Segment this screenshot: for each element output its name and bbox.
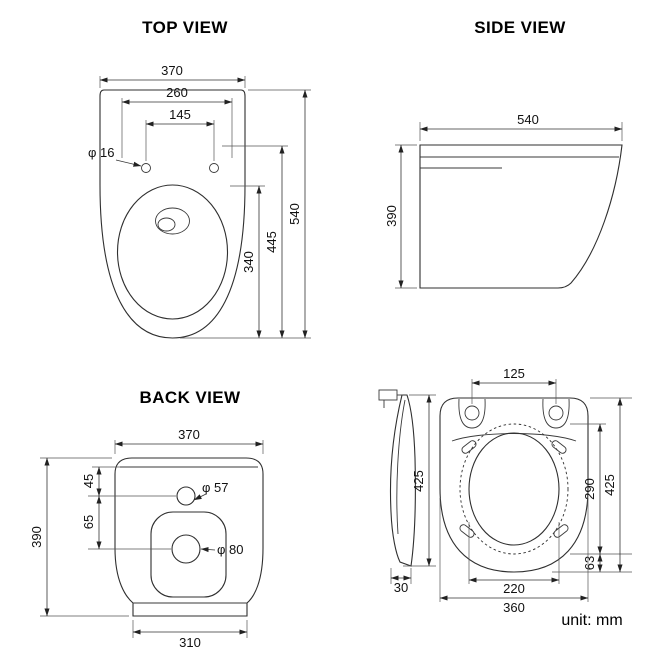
seat-top-body	[439, 397, 589, 573]
top-view-body	[99, 89, 246, 339]
dim-top-rim-width: 260	[121, 85, 233, 158]
dim-label-125: 125	[503, 366, 525, 381]
dim-label-290: 290	[582, 478, 597, 500]
dim-label-360: 360	[503, 600, 525, 615]
back-view: BACK VIEW 370 45 65	[29, 388, 264, 650]
dim-label-445: 445	[264, 231, 279, 253]
bowl-outline	[99, 89, 246, 339]
dim-back-inlet-offset: 45	[81, 466, 176, 497]
right-fixing-hole	[209, 163, 219, 173]
dim-label-45: 45	[81, 474, 96, 488]
dim-top-hole-dia: φ 16	[88, 145, 142, 167]
seat-back-edge	[451, 433, 577, 442]
seat-outline	[439, 397, 589, 573]
dim-label-phi16: φ 16	[88, 145, 115, 160]
back-view-body	[114, 457, 264, 617]
side-view-title: SIDE VIEW	[474, 18, 566, 37]
dim-back-outlet-dia: φ 80	[200, 542, 244, 557]
dim-label-540-side: 540	[517, 112, 539, 127]
bumper-top-right	[551, 440, 567, 454]
left-hinge-hole	[464, 405, 480, 421]
dim-back-height: 390	[29, 457, 129, 617]
dim-top-overall-depth: 540	[180, 89, 311, 339]
top-view: TOP VIEW 370 260 145	[88, 18, 311, 339]
back-view-title: BACK VIEW	[140, 388, 241, 407]
back-outline	[114, 457, 264, 617]
dim-label-540: 540	[287, 203, 302, 225]
seat-opening	[116, 184, 229, 320]
mount-plate	[150, 511, 227, 598]
hinge-bracket	[378, 389, 398, 401]
dim-label-340: 340	[241, 251, 256, 273]
seat-ring-hidden-line	[459, 423, 569, 555]
flush-outlet-inner	[157, 217, 176, 232]
flush-outlet	[155, 207, 190, 235]
dim-top-hinge-span: 145	[145, 107, 215, 161]
outlet-hole	[171, 534, 201, 564]
dim-seat-hinge-span: 125	[471, 366, 557, 404]
dim-seat-overall-width: 360	[439, 498, 589, 615]
dim-top-rim-depth: 445	[222, 145, 288, 339]
dim-label-30: 30	[394, 580, 408, 595]
dim-label-310: 310	[179, 635, 201, 650]
side-view: SIDE VIEW 540 390	[384, 18, 623, 289]
unit-label: unit: mm	[561, 612, 622, 629]
dim-side-height: 390	[384, 144, 417, 289]
right-hinge-tab	[542, 398, 570, 429]
inlet-hole	[176, 486, 196, 506]
dim-label-425-profile: 425	[411, 470, 426, 492]
dim-label-145: 145	[169, 107, 191, 122]
dim-label-phi80: φ 80	[217, 542, 244, 557]
left-hinge-tab	[458, 398, 486, 429]
dim-back-hole-spacing: 65	[81, 495, 171, 550]
seat-view: 425 30 125	[378, 366, 632, 615]
dim-seat-overall-depth: 425	[552, 397, 632, 573]
dim-label-370-back: 370	[178, 427, 200, 442]
dim-back-inlet-dia: φ 57	[193, 480, 229, 501]
dim-seat-profile-thickness: 30	[390, 568, 412, 595]
dim-label-390-side: 390	[384, 205, 399, 227]
dim-label-65: 65	[81, 515, 96, 529]
left-fixing-hole	[141, 163, 151, 173]
dim-side-length: 540	[419, 112, 623, 141]
dim-top-overall-width: 370	[99, 63, 246, 88]
dim-label-63: 63	[582, 556, 597, 570]
seat-profile-inner-line	[396, 399, 406, 535]
seat-side-profile	[378, 389, 416, 567]
side-view-body	[419, 144, 623, 289]
dim-back-base-width: 310	[132, 620, 248, 650]
dim-seat-profile-height: 425	[403, 394, 436, 567]
dim-label-390-back: 390	[29, 526, 44, 548]
side-profile-outline	[419, 144, 623, 289]
seat-ring-opening	[468, 432, 560, 546]
dim-seat-back-offset: 63	[582, 553, 603, 573]
dim-label-370: 370	[161, 63, 183, 78]
dim-seat-opening-width: 220	[468, 522, 560, 596]
dim-label-425-seat: 425	[602, 474, 617, 496]
bumper-bottom-right	[553, 524, 569, 538]
bumper-top-left	[461, 440, 477, 454]
top-view-title: TOP VIEW	[142, 18, 228, 37]
bumper-bottom-left	[459, 524, 475, 538]
dim-back-overall-width: 370	[114, 427, 264, 454]
dim-top-bowl-depth: 340	[230, 185, 265, 339]
dim-label-220: 220	[503, 581, 525, 596]
right-hinge-hole	[548, 405, 564, 421]
dim-label-phi57: φ 57	[202, 480, 229, 495]
dim-label-260: 260	[166, 85, 188, 100]
